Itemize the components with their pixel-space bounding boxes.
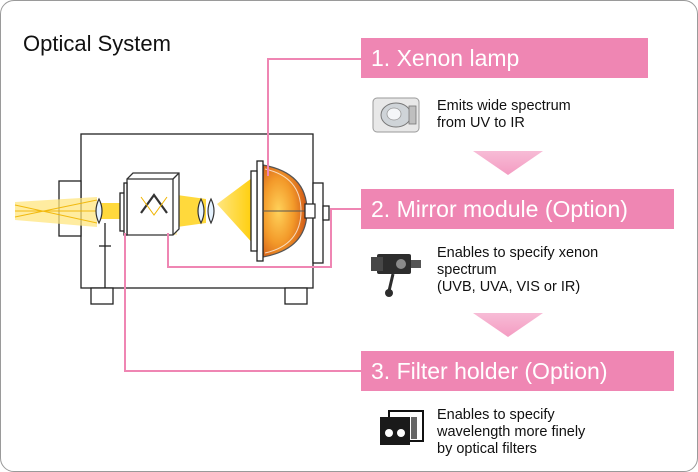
step-1-description-line: Emits wide spectrum: [437, 98, 571, 114]
step-2-description-line: Enables to specify xenon: [437, 245, 599, 261]
leader-lines: [124, 58, 361, 372]
xenon-lamp-photo-icon: [372, 97, 420, 133]
step-2-description: Enables to specify xenon spectrum (UVB, …: [437, 245, 598, 296]
step-2-label: 2. Mirror module (Option): [361, 189, 674, 229]
mirror-module: [126, 172, 180, 236]
filter-holder-photo-icon: [380, 410, 424, 445]
mirror-module-photo-icon: [371, 254, 421, 297]
step-3-description-line: by optical filters: [437, 441, 537, 457]
step-3-description-line: Enables to specify: [437, 407, 555, 423]
step-2-description-line: spectrum: [437, 262, 497, 278]
step-1-label: 1. Xenon lamp: [361, 38, 648, 78]
step-3-label: 3. Filter holder (Option): [361, 351, 674, 391]
step-2-description-line: (UVB, UVA, VIS or IR): [437, 279, 581, 295]
down-arrow-1: [473, 151, 543, 175]
page-title: Optical System: [23, 31, 171, 56]
xenon-lamp: [250, 160, 316, 262]
lens-group: [95, 197, 215, 225]
step-3-description: Enables to specify wavelength more finel…: [437, 407, 585, 458]
down-arrow-2: [473, 313, 543, 337]
step-1-description-line: from UV to IR: [437, 115, 525, 131]
step-3-description-line: wavelength more finely: [437, 424, 586, 440]
step-1-description: Emits wide spectrum from UV to IR: [437, 98, 571, 132]
